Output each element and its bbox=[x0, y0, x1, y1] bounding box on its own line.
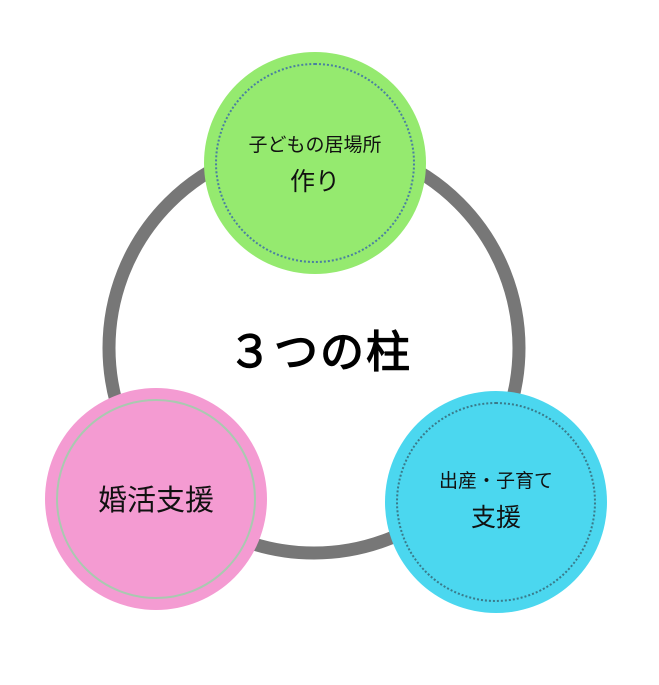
pillar-childrens-place: 子どもの居場所 作り bbox=[204, 52, 426, 274]
pillar-label-line1: 出産・子育て bbox=[438, 470, 553, 492]
center-title: ３つの柱 bbox=[228, 327, 412, 378]
pillar-label-line2: 作り bbox=[289, 167, 340, 196]
pillar-marriage-support: 婚活支援 bbox=[45, 388, 267, 610]
pillar-label-line2: 支援 bbox=[470, 503, 521, 532]
pillar-label-line1: 子どもの居場所 bbox=[248, 134, 382, 156]
pillar-dotted-ring bbox=[215, 63, 415, 263]
pillar-label-line1: 婚活支援 bbox=[97, 483, 214, 517]
pillar-childbirth-support: 出産・子育て 支援 bbox=[385, 391, 607, 613]
